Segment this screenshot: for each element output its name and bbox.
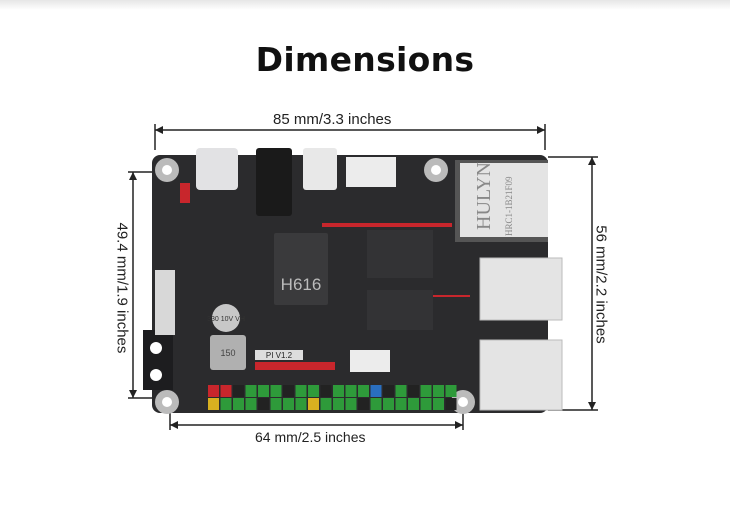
gpio-pin — [383, 398, 394, 410]
gpio-pin — [220, 398, 232, 410]
top-shadow — [0, 0, 730, 10]
gpio-pin — [220, 385, 232, 397]
gpio-pin — [258, 398, 269, 410]
transformer-model: HRC1-1B21F09 — [504, 176, 514, 236]
gpio-pin — [233, 385, 244, 397]
inductor — [210, 335, 246, 370]
soc-label: H616 — [281, 275, 322, 294]
gpio-pin — [270, 385, 282, 397]
capacitor — [212, 304, 240, 332]
gpio-pin — [320, 398, 332, 410]
gpio-pin — [208, 385, 219, 397]
gpio-pin — [308, 398, 319, 410]
mounting-holes — [155, 158, 475, 414]
usb-a-port-1 — [479, 257, 563, 321]
gpio-pin — [420, 385, 432, 397]
gpio-pin — [283, 385, 294, 397]
usb-port — [303, 148, 337, 190]
height-dimension-label: 56 mm/2.2 inches — [592, 225, 610, 344]
board-name: PI V1.2 — [266, 351, 293, 360]
gpio-pin — [295, 398, 307, 410]
usb-a-port-2 — [479, 339, 563, 411]
gpio-pin — [320, 385, 332, 397]
gpio-pin — [383, 385, 394, 397]
ethernet-transformer — [460, 163, 548, 237]
gpio-pin — [395, 398, 407, 410]
gpio-pin — [420, 398, 432, 410]
gpio-pin — [245, 398, 257, 410]
power-terminal — [143, 330, 173, 390]
inductor-label: 150 — [220, 348, 235, 358]
dimension-lines — [128, 124, 598, 430]
ram-chip-1 — [367, 230, 433, 278]
soc-chip — [274, 233, 328, 305]
can-connector — [346, 157, 396, 187]
gpio-pin — [333, 385, 344, 397]
pcb — [152, 155, 548, 413]
gpio-pin — [370, 385, 382, 397]
gpio-pin — [245, 385, 257, 397]
gpio-pin — [295, 385, 307, 397]
gpio-pin — [358, 398, 369, 410]
gpio-pin — [395, 385, 407, 397]
gpio-pin — [445, 385, 457, 397]
hole-height-dimension-label: 49.4 mm/1.9 inches — [113, 222, 131, 354]
gpio-pin — [283, 398, 294, 410]
gpio-header — [208, 385, 457, 410]
gpio-pin — [233, 398, 244, 410]
gpio-pin — [408, 398, 419, 410]
gpio-pin — [345, 398, 357, 410]
gpio-pin — [270, 398, 282, 410]
transformer-brand: HULYN — [473, 162, 495, 230]
gpio-pin — [308, 385, 319, 397]
fan-connector — [350, 350, 390, 372]
gpio-pin — [445, 398, 457, 410]
gpio-pin — [333, 398, 344, 410]
gpio-pin — [358, 385, 369, 397]
gpio-pin — [433, 385, 444, 397]
page-title: Dimensions — [255, 40, 475, 79]
gpio-pin — [258, 385, 269, 397]
gpio-pin — [408, 385, 419, 397]
usb-c-port — [196, 148, 238, 190]
gpio-pin — [433, 398, 444, 410]
width-dimension-label: 85 mm/3.3 inches — [273, 111, 392, 128]
gpio-pin — [345, 385, 357, 397]
audio-jack — [256, 148, 292, 216]
side-connector — [155, 270, 175, 335]
capacitor-label: 330 10V VH — [207, 316, 245, 323]
ram-chip-2 — [367, 290, 433, 330]
hole-width-dimension-label: 64 mm/2.5 inches — [255, 429, 366, 445]
gpio-pin — [208, 398, 219, 410]
gpio-pin — [370, 398, 382, 410]
